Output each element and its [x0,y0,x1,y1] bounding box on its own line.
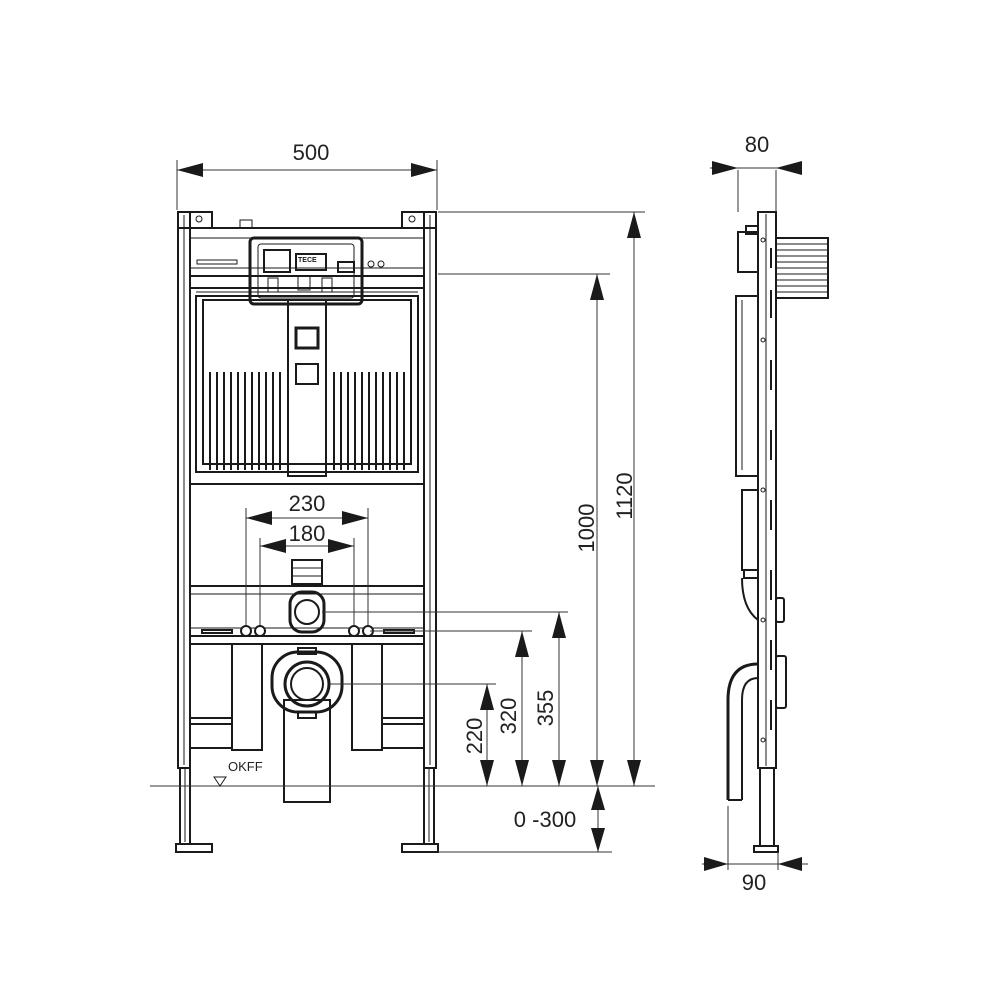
top-right-cap [401,211,437,229]
right-ribs [333,372,405,470]
side-drain-bend [726,662,759,800]
dimension-depth-90: 90 [742,870,766,895]
fixing-rail [189,585,425,637]
front-dimensions: 500 230 180 1120 1000 [176,140,645,853]
dimension-230: 230 [289,491,326,516]
cistern-body [195,295,419,473]
bolt-1 [240,625,252,637]
flush-pipe [291,559,323,585]
bolt-3 [348,625,360,637]
dimension-1000: 1000 [574,504,599,553]
dimension-320: 320 [496,698,521,735]
inspection-opening [248,236,364,306]
right-support [351,643,383,751]
dimension-220: 220 [462,718,487,755]
left-ribs [209,372,281,470]
side-view [726,170,829,853]
left-support [231,643,263,751]
dimension-leg-adjust: 0 -300 [514,807,576,832]
dimension-180: 180 [289,521,326,546]
drain-pipe [283,699,331,803]
side-dimensions: 80 90 [702,132,808,895]
dimension-355: 355 [533,690,558,727]
bolt-2 [254,625,266,637]
front-view: TECE [150,211,655,853]
side-cistern-front [735,295,759,477]
dimension-width-500: 500 [293,140,330,165]
left-foot [175,843,213,853]
right-foot [401,843,439,853]
dimension-depth-80: 80 [745,132,769,157]
floor-level-label: OKFF [228,759,263,774]
dimension-1120: 1120 [612,472,637,519]
side-foot [753,845,779,853]
cistern-top [189,227,425,277]
top-left-cap [177,211,213,229]
brand-label: TECE [298,257,317,264]
